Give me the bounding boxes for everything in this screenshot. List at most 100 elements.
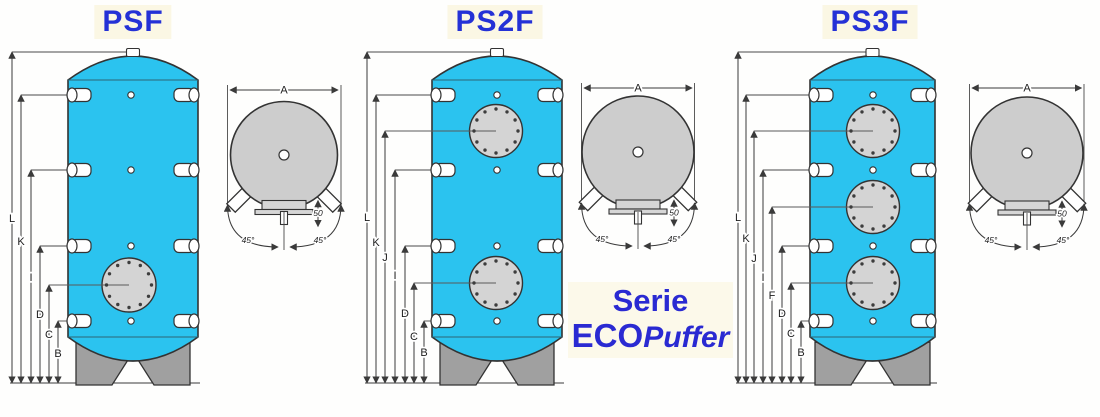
ps2f-top-view: A 50 45° 45° — [577, 81, 699, 250]
flange-bolt — [483, 300, 487, 304]
flange-bolt — [146, 294, 151, 298]
flange-bolt — [116, 263, 120, 268]
flange-bolt — [852, 270, 856, 274]
offset-dim-label: 50 — [1057, 209, 1067, 219]
flange-bolt — [871, 259, 875, 263]
panel-title-ps2f: PS2F — [447, 5, 543, 39]
flange-bolt — [871, 107, 875, 111]
flange-bolt — [513, 118, 517, 122]
ports-row-1 — [66, 87, 200, 103]
flange-bolt — [516, 129, 520, 133]
flange-bolt — [494, 107, 498, 111]
flange-bolt — [871, 303, 875, 307]
flange-bolt — [852, 216, 856, 220]
flange-bolt — [483, 262, 487, 266]
flange-bolt — [116, 302, 120, 307]
offset-dim-label: 50 — [669, 208, 679, 218]
flange-bolt — [104, 283, 109, 287]
ps3f-tank — [754, 47, 937, 386]
top-vent-stub — [489, 47, 505, 58]
flange-bolt — [107, 294, 112, 298]
flange-bolt — [852, 292, 856, 296]
flange-bolt — [871, 227, 875, 231]
flange-bolt — [138, 263, 142, 268]
flange-bolt — [860, 300, 864, 304]
flange-bolt — [882, 110, 886, 114]
flange-bolt — [127, 260, 131, 265]
flange-bolt — [860, 148, 864, 152]
offset-dim-label: 50 — [313, 208, 323, 218]
brand-eco: ECO — [571, 317, 644, 354]
brand-ecopuffer: ECOPuffer — [568, 318, 733, 356]
angle-right-label: 45° — [668, 234, 681, 244]
flange-bolt — [849, 205, 853, 209]
dim-label: B — [797, 347, 804, 359]
flange-bolt — [882, 300, 886, 304]
psf-front-view: L K I D C B — [7, 47, 345, 386]
ports-row-2 — [66, 162, 200, 178]
brand-text: Serie ECOPuffer — [568, 282, 733, 358]
ports-row-4 — [808, 313, 937, 329]
ps3f-top-view: A 50 45° 45° — [965, 81, 1088, 251]
flange-bolt — [860, 224, 864, 228]
dim-label: K — [742, 233, 750, 245]
dim-label: K — [17, 236, 25, 248]
flange-bolt — [852, 194, 856, 198]
flange-bolt — [475, 118, 479, 122]
flange-bolt — [893, 205, 897, 209]
panel-title-ps3f: PS3F — [822, 5, 918, 39]
ports-row-3 — [430, 238, 564, 254]
width-dim-label: A — [634, 83, 642, 95]
psf-tank — [49, 47, 200, 386]
dim-label: K — [372, 237, 380, 249]
ports-row-2 — [430, 162, 564, 178]
flange-bolt — [472, 129, 476, 133]
flange-bolt — [149, 283, 154, 287]
ps2f-front-view: L K J I D C B — [362, 47, 699, 386]
dim-label: J — [382, 252, 388, 264]
flange-bolt — [475, 270, 479, 274]
flange-bolt — [138, 302, 142, 307]
brand-serie: Serie — [612, 283, 689, 318]
flange-bolt — [890, 118, 894, 122]
flange-bolt — [849, 281, 853, 285]
dim-label: J — [751, 253, 757, 265]
flange-bolt — [516, 281, 520, 285]
flange-bolt — [871, 183, 875, 187]
ps3f-front-view: L K J I F D C B — [733, 47, 1088, 386]
flange-bolt — [513, 292, 517, 296]
flange-bolt — [890, 292, 894, 296]
flange-bolt — [893, 129, 897, 133]
width-dim-label: A — [1023, 83, 1031, 95]
angle-right-label: 45° — [1057, 235, 1070, 245]
flange-bolt — [852, 140, 856, 144]
flange-bolt — [513, 270, 517, 274]
flange-bolt — [882, 262, 886, 266]
top-view-center-port — [1021, 147, 1033, 159]
angle-left-label: 45° — [596, 234, 609, 244]
flange-bolt — [483, 148, 487, 152]
dim-label: I — [29, 272, 32, 284]
ports-row-1 — [430, 87, 564, 103]
top-view-center-port — [278, 149, 290, 161]
flange-bolt — [882, 186, 886, 190]
flange-bolt — [893, 281, 897, 285]
ps3f-dimensions: L K J I F D C B — [733, 51, 937, 384]
flange-bolt — [475, 292, 479, 296]
flange-bolt — [890, 216, 894, 220]
flange-bolt — [871, 151, 875, 155]
dim-label: D — [401, 308, 409, 320]
dim-label: C — [787, 328, 795, 340]
flange-bolt — [505, 148, 509, 152]
flange-bolt — [127, 305, 131, 310]
flange-bolt — [513, 140, 517, 144]
flange-bolt — [860, 110, 864, 114]
flange-bolt — [472, 281, 476, 285]
flange-bolt — [505, 262, 509, 266]
top-vent-stub — [125, 47, 141, 58]
flange-bolt — [849, 129, 853, 133]
flange-bolt — [494, 151, 498, 155]
flange-bolt — [146, 272, 151, 276]
brand-puffer: Puffer — [643, 321, 730, 354]
